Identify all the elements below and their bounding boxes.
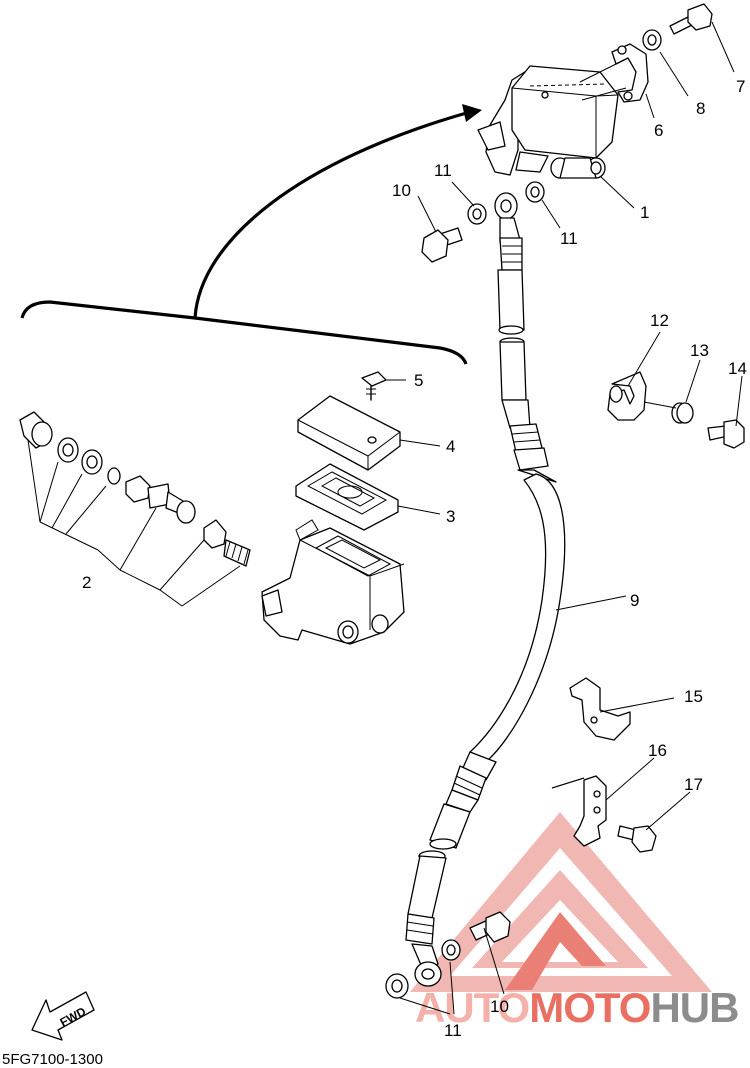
callout-7: 7 [736, 77, 745, 96]
copper-washer-lower-b [385, 973, 409, 999]
clamp-part-6 [611, 43, 649, 103]
diagram-code: 5FG7100-1300 [2, 1051, 103, 1068]
fwd-arrow: FWD [31, 991, 95, 1041]
piston [125, 475, 196, 524]
detail-bracket [20, 104, 482, 365]
collar-part-13 [671, 402, 694, 424]
copper-washer-upper-b [525, 181, 545, 203]
callout-12: 12 [650, 311, 669, 330]
piston-ring-a [57, 437, 79, 463]
screw-part-5 [361, 371, 387, 401]
piston-ring-b [81, 449, 103, 475]
bolt-part-7 [669, 3, 713, 35]
callout-15: 15 [684, 687, 703, 706]
callout-11-lower: 11 [444, 1021, 462, 1040]
callout-1: 1 [640, 203, 649, 222]
callout-9: 9 [630, 591, 639, 610]
callout-2: 2 [82, 573, 91, 592]
hose-clamp-part-12 [607, 371, 647, 421]
union-bolt-lower [469, 911, 511, 943]
leader-lines [27, 21, 743, 1015]
bracket-part-15 [569, 677, 631, 741]
callout-16: 16 [648, 741, 667, 760]
dust-boot [19, 411, 53, 449]
diaphragm-part-3 [295, 463, 399, 531]
watermark-hub: HUB [650, 984, 738, 1031]
callout-11-upper-a: 11 [434, 161, 452, 180]
callout-14: 14 [728, 359, 747, 378]
union-bolt-upper [421, 227, 463, 263]
callout-10-upper: 10 [392, 181, 411, 200]
copper-washer-lower-a [441, 939, 461, 961]
callout-3: 3 [446, 507, 455, 526]
callout-6: 6 [654, 121, 663, 140]
callout-11-upper-b: 11 [560, 229, 578, 248]
svg-text:AUTOMOTOHUB: AUTOMOTOHUB [415, 984, 738, 1031]
washer-part-8 [642, 29, 662, 51]
callout-13: 13 [690, 341, 709, 360]
copper-washer-upper-a [467, 203, 487, 225]
master-cylinder-assembly [477, 65, 619, 179]
watermark-moto: MOTO [529, 984, 650, 1031]
bolt-part-17 [617, 825, 657, 853]
master-cylinder-body [261, 519, 405, 645]
watermark-logo: AUTOMOTOHUB [410, 812, 739, 1031]
callout-4: 4 [446, 437, 455, 456]
brake-hose [405, 192, 566, 987]
piston-cup [203, 519, 227, 549]
callout-5: 5 [414, 371, 423, 390]
watermark-auto: AUTO [415, 984, 529, 1031]
callout-10-lower: 10 [490, 997, 509, 1016]
cap-part-4 [297, 395, 401, 471]
bolt-part-14 [707, 419, 745, 449]
callout-8: 8 [696, 99, 705, 118]
o-ring [107, 467, 121, 485]
return-spring [223, 539, 251, 567]
callout-17: 17 [684, 775, 703, 794]
